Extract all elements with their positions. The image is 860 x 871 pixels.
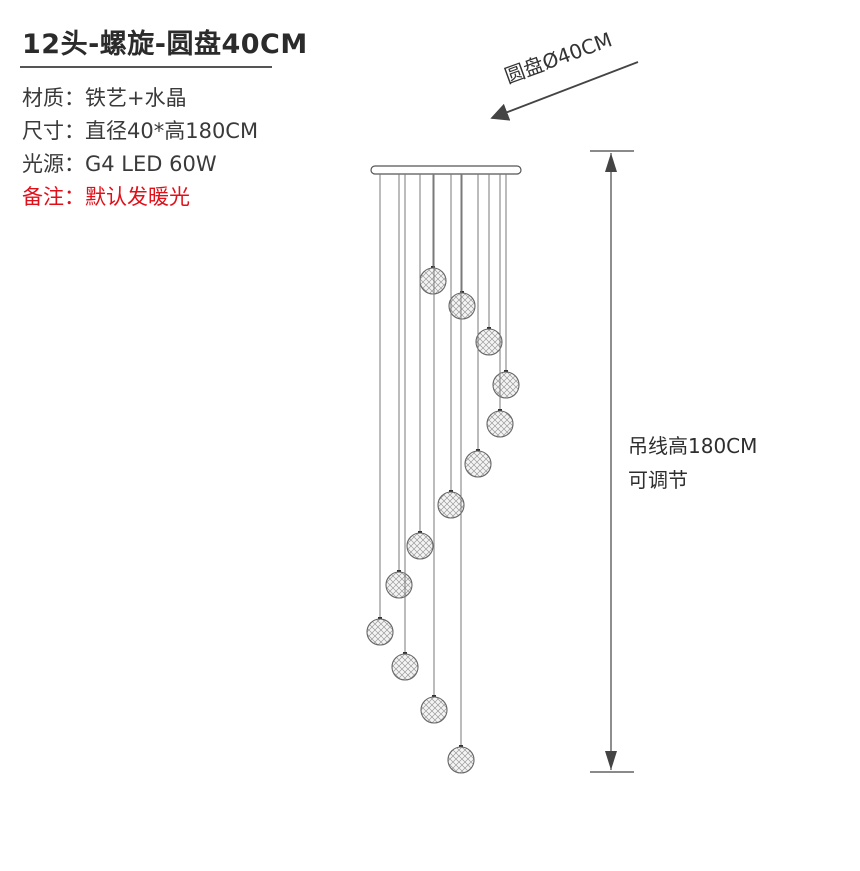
spec-material-label: 材质：: [22, 86, 85, 110]
spec-note-value: 默认发暖光: [85, 185, 190, 209]
product-title: 12头-螺旋-圆盘40CM: [22, 29, 308, 60]
spec-size-label: 尺寸：: [22, 119, 85, 143]
ceiling-canopy: [370, 165, 522, 175]
height-arrow-top: [605, 153, 617, 172]
crystal-ball: [492, 371, 520, 399]
spec-size: 尺寸：直径40*高180CM: [22, 115, 258, 145]
crystal-ball: [406, 532, 434, 560]
crystal-ball: [366, 618, 394, 646]
adjustable-label: 可调节: [628, 468, 688, 492]
crystal-ball: [391, 653, 419, 681]
title-underline: [20, 66, 272, 68]
spec-material: 材质：铁艺+水晶: [22, 82, 187, 112]
height-label: 吊线高180CM: [628, 434, 758, 458]
spec-light-value: G4 LED 60W: [85, 152, 217, 176]
spec-material-value: 铁艺+水晶: [85, 86, 187, 110]
crystal-ball: [447, 746, 475, 774]
diameter-arrow: [490, 61, 639, 121]
crystal-ball: [475, 328, 503, 356]
spec-light-source: 光源：G4 LED 60W: [22, 148, 217, 178]
height-arrow-bottom: [605, 751, 617, 770]
spec-note: 备注：默认发暖光: [22, 181, 190, 211]
crystal-ball: [486, 410, 514, 438]
crystal-ball: [420, 696, 448, 724]
spec-light-label: 光源：: [22, 152, 85, 176]
crystal-ball: [464, 450, 492, 478]
spec-size-value: 直径40*高180CM: [85, 119, 259, 143]
crystal-ball: [385, 571, 413, 599]
crystal-ball: [437, 491, 465, 519]
crystal-ball: [448, 292, 476, 320]
crystal-ball: [419, 267, 447, 295]
pendant-group: [366, 174, 520, 774]
spec-note-label: 备注：: [22, 185, 85, 209]
